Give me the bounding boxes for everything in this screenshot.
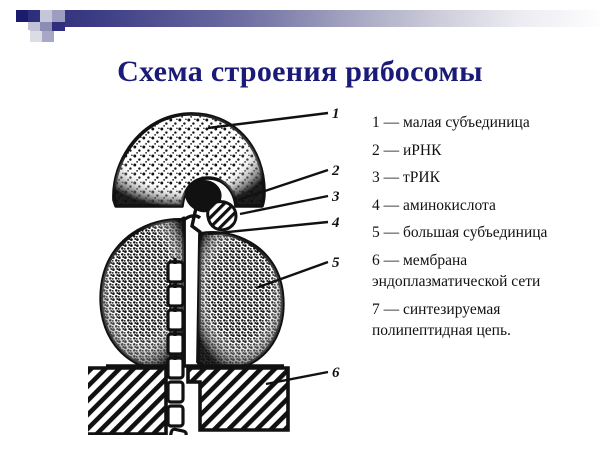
leader-line-2 — [237, 168, 329, 202]
callout-number-3: 3 — [331, 189, 340, 205]
banner-square-white-below — [65, 27, 600, 46]
chain-through-pore — [166, 380, 185, 428]
leader-line-5 — [255, 260, 329, 290]
leader-line-3 — [239, 194, 329, 216]
large-subunit-shape — [99, 214, 285, 373]
callout-numbers: 1 2 3 4 5 6 7 — [331, 106, 340, 381]
callout-number-4: 4 — [331, 215, 340, 231]
legend-item-6: 6 — мембрана эндоплазматической сети — [372, 251, 541, 291]
banner-square-white-gap-2 — [16, 30, 30, 46]
legend-item-5: 5 — большая субъединица — [372, 224, 548, 241]
callout-number-2: 2 — [331, 163, 340, 179]
banner-square-white-gap — [0, 0, 16, 46]
mrna-chain — [166, 260, 185, 380]
callout-leader-lines — [207, 111, 329, 386]
ribosome-diagram: 1 2 3 4 5 6 7 — [88, 100, 356, 435]
callout-number-5: 5 — [332, 255, 340, 271]
banner-square-mid-5 — [42, 31, 54, 42]
banner-square-mid-4 — [30, 31, 42, 42]
legend-list: 1 — малая субъединица 2 — иРНК 3 — тРИК … — [372, 112, 594, 342]
leader-line-6 — [265, 370, 329, 386]
polypeptide-chain — [167, 427, 188, 435]
banner-gradient-bar — [28, 10, 600, 27]
er-membrane — [88, 366, 290, 435]
header-banner — [0, 0, 600, 46]
banner-square-mid-1 — [40, 10, 52, 22]
legend-item-7: 7 — синтезируемая полипептидная цепь. — [372, 300, 511, 340]
leader-line-4 — [207, 220, 329, 236]
legend-item-3: 3 — тРИК — [372, 169, 440, 186]
banner-square-dark-2 — [40, 22, 52, 31]
leader-line-1 — [207, 111, 329, 130]
legend-item-1: 1 — малая субъединица — [372, 114, 530, 131]
banner-square-dark-1 — [16, 10, 28, 22]
banner-square-white-top — [40, 0, 600, 10]
banner-square-mid-3 — [28, 22, 40, 31]
legend-item-4: 4 — аминокислота — [372, 196, 496, 214]
callout-number-6: 6 — [332, 365, 340, 381]
banner-square-light-2 — [16, 22, 28, 30]
small-subunit-shape — [112, 112, 266, 208]
page-title: Схема строения рибосомы — [117, 55, 483, 88]
banner-square-dark-3 — [52, 22, 65, 31]
legend-item-2: 2 — иРНК — [372, 141, 442, 159]
callout-number-1: 1 — [332, 106, 340, 122]
banner-square-light-1 — [28, 0, 40, 10]
